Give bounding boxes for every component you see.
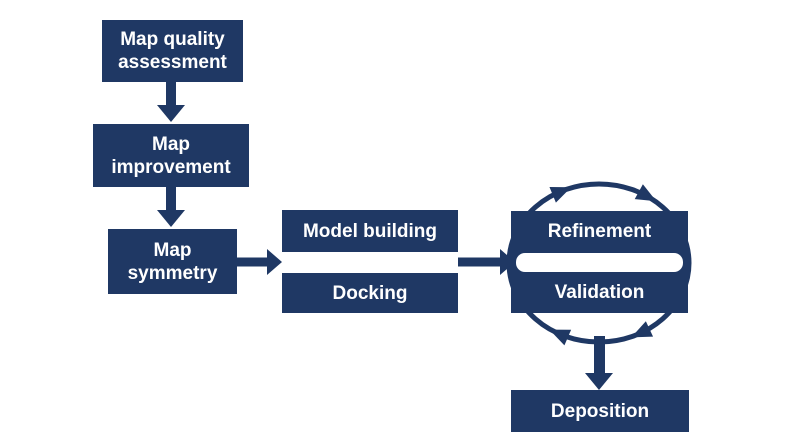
arrow-building-to-refinement: [458, 249, 515, 275]
node-label: Model building: [302, 220, 438, 242]
arrow-down-icon: [157, 105, 185, 122]
arrow-down-icon: [585, 373, 613, 390]
node-validation: Validation: [511, 272, 688, 313]
arrow-validation-to-deposition: [585, 336, 613, 390]
arrow-assessment-to-improvement: [157, 82, 185, 122]
node-label: Docking: [332, 282, 408, 304]
cycle-arrowhead-bottom-left: [549, 329, 572, 346]
node-label: Map improvement: [111, 133, 231, 178]
node-group-refinement-validation: Refinement Validation: [511, 211, 688, 313]
node-model-building: Model building: [282, 210, 458, 252]
arrow-symmetry-to-building: [237, 249, 282, 275]
arrow-right-icon: [267, 249, 282, 275]
node-docking: Docking: [282, 273, 458, 313]
arrow-stem: [166, 187, 176, 210]
node-label: Deposition: [550, 400, 650, 422]
arrow-stem: [237, 257, 269, 267]
node-label: Map quality assessment: [118, 29, 227, 73]
node-map-quality-assessment: Map quality assessment: [102, 20, 243, 82]
cycle-arrowhead-top-left: [549, 186, 572, 203]
arrow-stem: [593, 336, 605, 373]
node-label: Refinement: [547, 221, 652, 242]
node-label: Validation: [554, 281, 645, 303]
arrow-down-icon: [157, 210, 185, 227]
node-refinement: Refinement: [511, 211, 688, 253]
cycle-arrowhead-top-right: [634, 184, 657, 202]
arrow-stem: [458, 257, 502, 267]
refinement-validation-divider: [516, 253, 683, 272]
arrow-improvement-to-symmetry: [157, 187, 185, 227]
node-map-improvement: Map improvement: [93, 124, 249, 187]
arrow-stem: [166, 82, 176, 105]
node-label: Map symmetry: [127, 239, 218, 284]
node-map-symmetry: Map symmetry: [108, 229, 237, 294]
node-deposition: Deposition: [511, 390, 689, 432]
cycle-arrowhead-bottom-right: [631, 321, 654, 338]
